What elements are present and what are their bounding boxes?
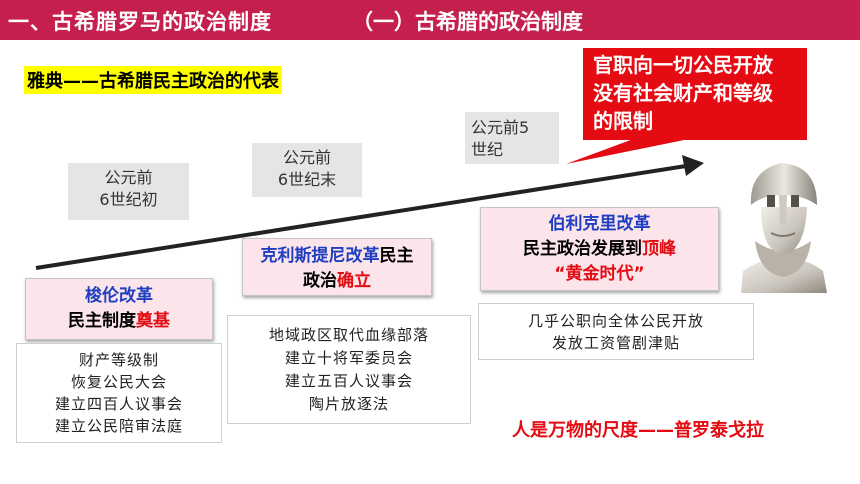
reform-highlight: 确立	[337, 271, 371, 291]
header-section-title: （一）古希腊的政治制度	[352, 10, 583, 34]
reform-name-pericles: 伯利克里改革	[548, 214, 651, 234]
measure-item: 建立四百人议事会	[54, 395, 183, 413]
reform-box-solon: 梭伦改革 民主制度奠基	[25, 278, 213, 340]
period-box-late-6th: 公元前 6世纪末	[252, 143, 362, 197]
measures-box-cleisthenes: 地域政区取代血缘部落 建立十将军委员会 建立五百人议事会 陶片放逐法	[227, 315, 471, 424]
period-box-early-6th: 公元前 6世纪初	[68, 163, 189, 220]
pericles-bust-image	[741, 163, 827, 293]
measure-item: 发放工资管剧津贴	[551, 334, 680, 352]
callout-tail	[566, 138, 694, 164]
reform-name-cleisthenes: 克利斯提尼改革	[260, 246, 380, 266]
reform-desc: 民主政治发展到	[523, 239, 642, 259]
measure-item: 建立十将军委员会	[284, 349, 413, 367]
period-line: 6世纪初	[99, 190, 158, 209]
period-line: 世纪	[471, 140, 504, 159]
measures-box-solon: 财产等级制 恢复公民大会 建立四百人议事会 建立公民陪审法庭	[16, 343, 222, 443]
golden-age-label: “黄金时代”	[554, 264, 645, 284]
timeline-arrow-line	[35, 164, 687, 270]
reform-highlight: 顶峰	[642, 239, 676, 259]
protagoras-quote: 人是万物的尺度——普罗泰戈拉	[512, 420, 764, 441]
reform-box-cleisthenes: 克利斯提尼改革民主 政治确立	[242, 238, 432, 296]
measure-item: 几乎公职向全体公民开放	[527, 312, 704, 330]
measure-item: 财产等级制	[78, 351, 159, 369]
measure-item: 地域政区取代血缘部落	[268, 326, 429, 344]
measure-item: 建立五百人议事会	[284, 372, 413, 390]
header-title: 一、古希腊罗马的政治制度	[8, 10, 272, 34]
reform-desc: 政治	[303, 271, 337, 291]
header-bar	[0, 0, 860, 40]
callout-line: 没有社会财产和等级	[593, 81, 773, 105]
subtitle-athens: 雅典——古希腊民主政治的代表	[24, 66, 282, 94]
measure-item: 建立公民陪审法庭	[54, 417, 183, 435]
reform-box-pericles: 伯利克里改革 民主政治发展到顶峰 “黄金时代”	[480, 207, 719, 291]
period-line: 公元前5	[471, 118, 530, 137]
reform-desc: 民主制度	[68, 311, 136, 331]
period-line: 公元前	[104, 168, 153, 187]
reform-name-solon: 梭伦改革	[85, 286, 153, 306]
reform-highlight: 奠基	[136, 311, 170, 331]
period-box-5th: 公元前5 世纪	[465, 112, 559, 164]
timeline-arrow-head	[682, 155, 704, 176]
reform-desc: 民主	[379, 246, 414, 266]
measure-item: 陶片放逐法	[308, 395, 389, 413]
period-line: 6世纪末	[277, 170, 337, 189]
measure-item: 恢复公民大会	[70, 373, 167, 391]
callout-line: 官职向一切公民开放	[593, 53, 773, 77]
measures-box-pericles: 几乎公职向全体公民开放 发放工资管剧津贴	[478, 303, 754, 360]
callout-open-offices: 官职向一切公民开放 没有社会财产和等级 的限制	[583, 48, 807, 140]
period-line: 公元前	[282, 148, 331, 167]
callout-line: 的限制	[593, 109, 653, 133]
